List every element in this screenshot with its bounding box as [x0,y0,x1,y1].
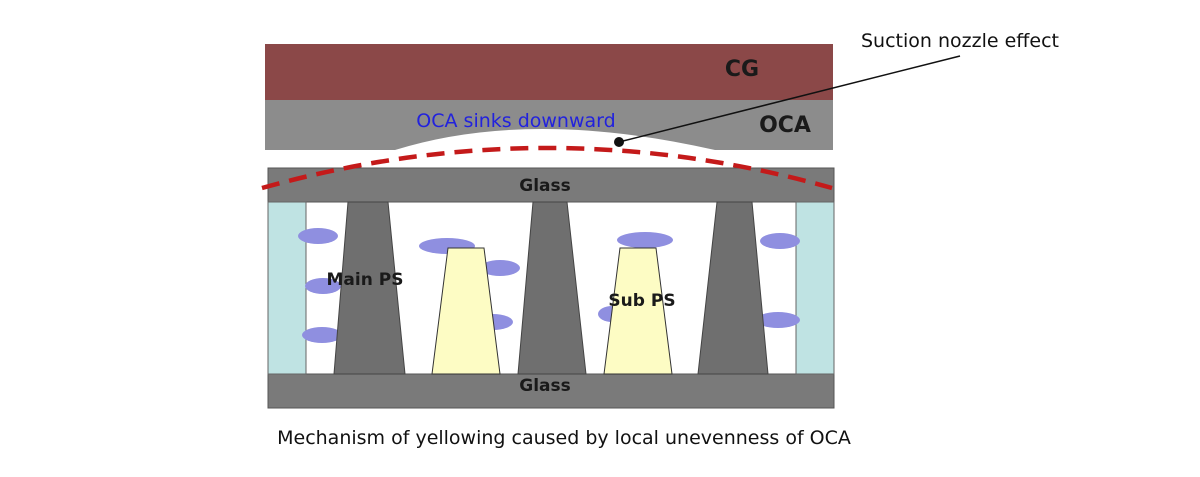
lc-molecule [305,278,341,294]
lc-molecule [302,327,342,343]
main-ps-spacer [697,201,769,375]
lc-molecule [480,260,520,276]
diagram-caption: Mechanism of yellowing caused by local u… [277,427,851,449]
glass-bottom [267,373,835,409]
lc-molecule [760,233,800,249]
callout-leader-line [618,55,961,143]
lc-molecule [298,228,338,244]
glass-bottom-label: Glass [519,376,571,396]
sub-ps-spacer [603,247,673,375]
side-seal-right [795,201,835,375]
callout-dot [614,137,624,147]
glass-top [267,167,835,203]
lc-molecule [756,312,800,328]
main-ps-spacer [333,201,406,375]
sub-ps-spacer [431,247,501,375]
sub-ps-label: Sub PS [608,291,675,311]
oca-layer [265,100,833,150]
oca-sinks-label: OCA sinks downward [416,110,615,132]
cg-layer [265,44,833,100]
lc-molecule [617,232,673,248]
deformation-curve [261,145,833,191]
oca-label: OCA [759,113,811,138]
cg-label: CG [725,57,759,82]
side-seal-left [267,201,307,375]
main-ps-label: Main PS [327,270,404,290]
glass-top-label: Glass [519,176,571,196]
suction-nozzle-label: Suction nozzle effect [861,30,1059,52]
main-ps-spacer [517,201,587,375]
